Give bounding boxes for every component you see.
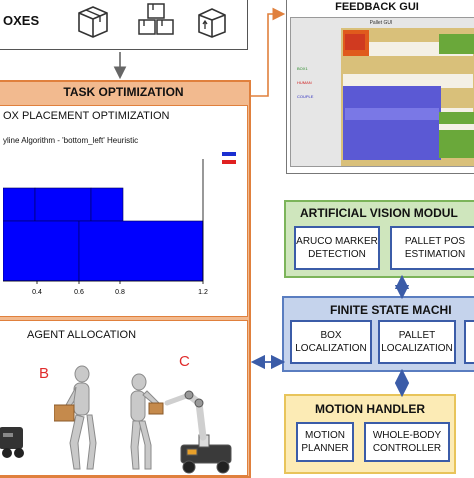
legend-flag-icon <box>222 152 236 164</box>
gui-side-label-human: HUMAN <box>297 80 312 85</box>
arrow-task-to-gui <box>251 7 286 97</box>
agent-allocation-panel: AGENT ALLOCATION B C <box>0 320 248 476</box>
pallet-localization-box: PALLET LOCALIZATION <box>378 320 456 364</box>
gui-window: Pallet GUI BOX1 HUMAN COUPLE <box>290 17 474 167</box>
task-optimization-title: TASK OPTIMIZATION <box>63 85 184 99</box>
gui-side-label-couple: COUPLE <box>297 94 314 99</box>
boxes-panel: OXES <box>0 0 248 50</box>
agent-allocation-title: AGENT ALLOCATION <box>27 329 137 341</box>
finite-state-machine-panel: FINITE STATE MACHI BOX LOCALIZATION PALL… <box>282 296 474 372</box>
fsm-title: FINITE STATE MACHI <box>330 303 452 317</box>
task-optimization-panel: TASK OPTIMIZATION OX PLACEMENT OPTIMIZAT… <box>0 80 251 478</box>
aruco-marker-detection-box: ARUCO MARKER DETECTION <box>294 226 380 270</box>
mobile-robot-icon <box>0 427 24 458</box>
gui-side-label-box: BOX1 <box>297 66 308 71</box>
whole-body-controller-box: WHOLE-BODY CONTROLLER <box>364 422 450 462</box>
human-handing-box-icon <box>130 373 164 470</box>
artificial-vision-panel: ARTIFICIAL VISION MODUL ARUCO MARKER DET… <box>284 200 474 278</box>
human-carrying-box-icon <box>54 365 97 470</box>
box-localization-box: BOX LOCALIZATION <box>290 320 372 364</box>
feedback-gui-title: FEEDBACK GUI <box>335 1 419 13</box>
box-placement-title: OX PLACEMENT OPTIMIZATION <box>3 110 170 122</box>
plot-title: yline Algorithm - 'bottom_left' Heuristi… <box>3 136 139 145</box>
motion-planner-box: MOTION PLANNER <box>296 422 354 462</box>
x-tick-0.8: 0.8 <box>115 289 125 296</box>
stacked-boxes-icon <box>138 3 174 35</box>
pallet-pose-estimation-box: PALLET POS ESTIMATION <box>390 226 474 270</box>
mobile-manipulator-icon <box>164 390 232 474</box>
motion-handler-panel: MOTION HANDLER MOTION PLANNER WHOLE-BODY… <box>284 394 456 474</box>
feedback-gui-panel: FEEDBACK GUI Pallet GUI BOX1 HUMAN COUPL… <box>286 0 474 174</box>
x-tick-0.6: 0.6 <box>74 289 84 296</box>
gui-window-title: Pallet GUI <box>369 20 393 26</box>
boxes-label: OXES <box>3 13 40 28</box>
motion-handler-title: MOTION HANDLER <box>315 402 425 416</box>
x-tick-1.2: 1.2 <box>198 289 208 296</box>
placement-plot: 0.4 0.6 0.8 1.2 <box>3 159 208 296</box>
box-icon <box>78 6 108 38</box>
pallet-view <box>341 28 474 166</box>
fsm-third-state-box <box>464 320 474 364</box>
artificial-vision-title: ARTIFICIAL VISION MODUL <box>300 206 458 220</box>
agent-label-c: C <box>179 353 190 370</box>
x-tick-0.4: 0.4 <box>32 289 42 296</box>
box-placement-panel: OX PLACEMENT OPTIMIZATION yline Algorith… <box>0 105 248 317</box>
box-upright-icon <box>198 8 226 38</box>
agent-label-b: B <box>39 365 50 382</box>
